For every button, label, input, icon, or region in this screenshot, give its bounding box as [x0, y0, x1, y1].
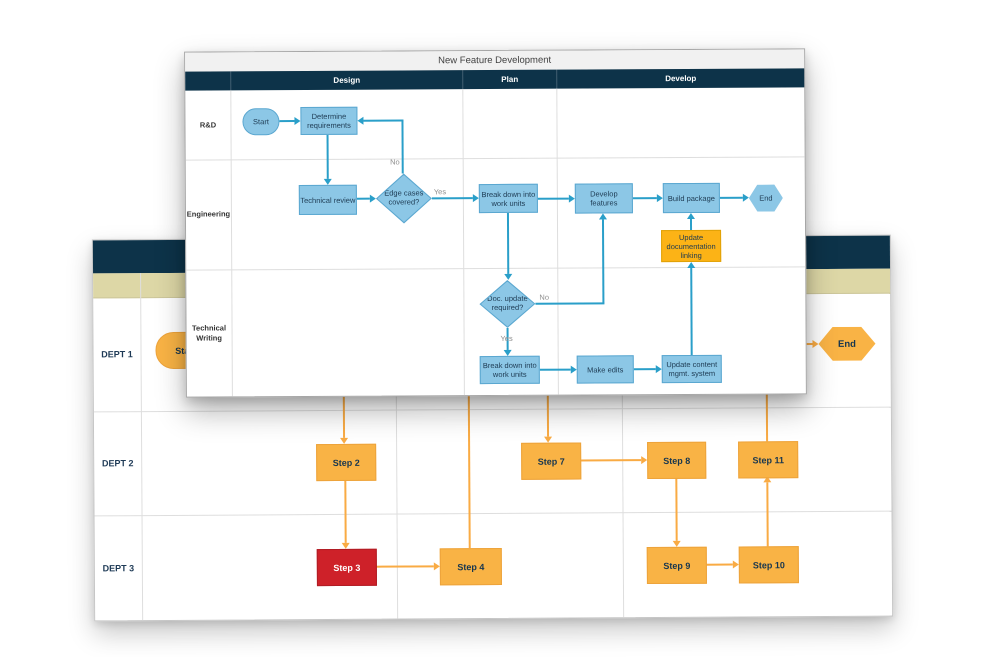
node-develop-features[interactable]: Develop features — [574, 183, 633, 214]
node-step7[interactable]: Step 7 — [521, 442, 582, 480]
connector-segment — [374, 565, 434, 568]
lane-label-dept2: DEPT 2 — [101, 458, 134, 469]
arrowhead — [812, 340, 819, 349]
diamond-label: Doc. update required? — [481, 281, 534, 326]
edge-label-no: No — [539, 292, 550, 302]
grid-line — [185, 156, 805, 161]
node-end[interactable]: End — [749, 184, 783, 211]
node-start[interactable]: Start — [242, 108, 280, 136]
phase-header-design: Design — [230, 70, 463, 91]
connector-segment — [467, 388, 471, 549]
lane-label-dept1: DEPT 1 — [101, 349, 133, 360]
connector-segment — [363, 119, 404, 122]
phase-header-develop: Develop — [556, 68, 805, 89]
connector-segment — [690, 267, 693, 355]
connector-segment — [601, 219, 605, 304]
node-step11[interactable]: Step 11 — [738, 441, 799, 479]
connector-segment — [431, 197, 473, 200]
connector-segment — [632, 197, 657, 200]
connector-segment — [689, 218, 693, 230]
grid-line — [462, 89, 465, 396]
node-break-down-technical-writing[interactable]: Break down into work units — [479, 355, 540, 385]
foreground-flowchart-panel: New Feature Development Design Plan Deve… — [184, 48, 807, 398]
foreground-connectors — [185, 49, 806, 396]
connector-segment — [356, 197, 370, 200]
edge-label-no: No — [390, 157, 400, 167]
node-update-documentation-linking[interactable]: Update documentation linking — [661, 229, 722, 263]
node-break-down-engineering[interactable]: Break down into work units — [478, 183, 538, 214]
connector-segment — [537, 197, 569, 200]
connector-segment — [535, 302, 605, 305]
lane-label-rnd: R&D — [199, 120, 217, 130]
node-build-package[interactable]: Build package — [662, 182, 720, 214]
grid-line — [186, 266, 806, 271]
node-update-content-mgmt-system[interactable]: Update content mgmt. system — [661, 354, 722, 384]
connector-segment — [546, 389, 550, 437]
connector-segment — [704, 563, 733, 566]
grid-line — [94, 510, 892, 517]
arrowhead — [369, 194, 376, 203]
node-step2[interactable]: Step 2 — [316, 443, 377, 482]
connector-segment — [766, 482, 769, 547]
edge-label-yes: Yes — [433, 187, 447, 197]
node-step8[interactable]: Step 8 — [647, 441, 707, 480]
connector-segment — [342, 390, 346, 438]
arrowhead — [357, 116, 364, 125]
grid-line — [93, 406, 891, 413]
connector-segment — [579, 459, 642, 462]
arrowhead — [504, 273, 513, 280]
node-step10[interactable]: Step 10 — [738, 546, 799, 584]
connector-segment — [279, 120, 295, 123]
phase-header-spacer — [185, 71, 230, 90]
node-edge-cases-covered[interactable]: Edge cases covered? — [376, 173, 432, 223]
lane-label-engineering: Engineering — [186, 209, 231, 219]
node-doc-update-required[interactable]: Doc. update required? — [479, 280, 535, 328]
node-make-edits[interactable]: Make edits — [576, 355, 634, 384]
node-end[interactable]: End — [818, 327, 875, 361]
connector-segment — [344, 478, 347, 543]
phase-header-plan: Plan — [462, 69, 557, 90]
phase-header-row: Design Plan Develop — [185, 68, 805, 91]
connector-segment — [633, 368, 656, 371]
node-step4[interactable]: Step 4 — [439, 547, 502, 586]
connector-segment — [401, 120, 404, 174]
connector-segment — [675, 476, 678, 541]
connector-segment — [506, 212, 510, 274]
arrowhead — [742, 193, 749, 202]
lane-label-dept3: DEPT 3 — [102, 562, 135, 573]
arrowhead — [686, 212, 695, 219]
diamond-label: Edge cases covered? — [377, 175, 430, 222]
connector-segment — [719, 196, 743, 199]
arrowhead — [598, 213, 607, 220]
node-step9[interactable]: Step 9 — [646, 546, 707, 585]
lane-label-technical-writing: Technical Writing — [191, 323, 227, 343]
connector-segment — [539, 368, 571, 371]
node-determine-requirements[interactable]: Determine requirements — [300, 106, 358, 136]
edge-label-yes: Yes — [500, 333, 513, 343]
connector-segment — [326, 134, 329, 179]
grid-line — [556, 88, 559, 395]
node-technical-review[interactable]: Technical review — [298, 184, 357, 216]
node-step3[interactable]: Step 3 — [316, 548, 377, 587]
